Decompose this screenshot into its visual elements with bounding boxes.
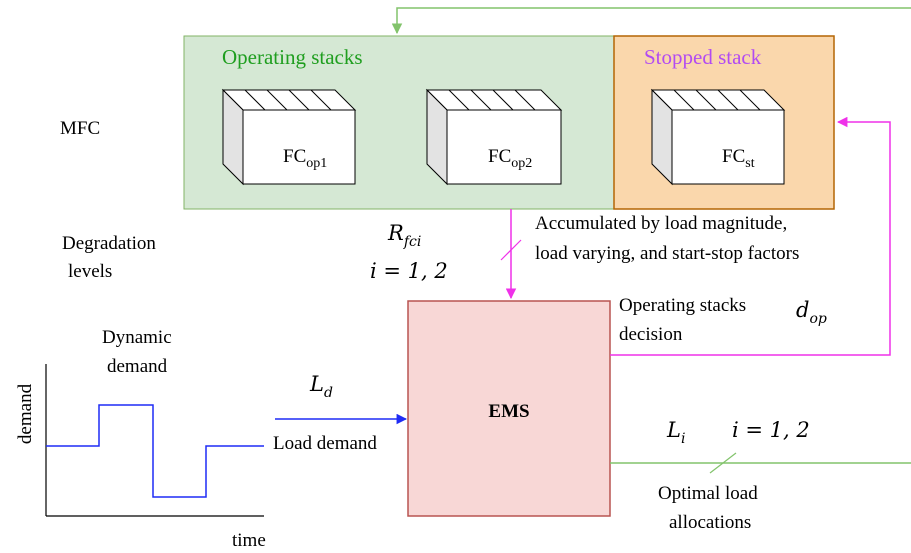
operating-decision-label-1: Operating stacks — [619, 295, 746, 316]
ld-variable: L — [309, 372, 324, 396]
fc-op1-stack: FCop1 — [221, 88, 357, 186]
stopped-stack-label: Stopped stack — [644, 45, 762, 69]
allocation-feedback-line — [391, 7, 911, 35]
axis-x-label: time — [232, 530, 266, 551]
svg-text:Li: Li — [666, 418, 685, 447]
li-index: i = 1, 2 — [732, 418, 810, 442]
load-demand-label: Load demand — [273, 433, 377, 454]
r-subscript: fci — [403, 234, 422, 250]
d-subscript: op — [809, 311, 826, 327]
fc-st-subscript: st — [745, 156, 754, 171]
degradation-arrow-tick — [500, 239, 522, 261]
accumulated-label-2: load varying, and start-stop factors — [535, 243, 799, 264]
svg-text:FCst: FCst — [722, 146, 755, 171]
fc-st-label: FC — [722, 146, 745, 167]
accumulated-label-1: Accumulated by load magnitude, — [535, 213, 787, 234]
fc-op2-label: FC — [488, 146, 511, 167]
li-variable: L — [666, 418, 681, 442]
r-index: i = 1, 2 — [370, 259, 448, 283]
operating-decision-label-2: decision — [619, 324, 683, 345]
d-variable: d — [796, 298, 809, 322]
dynamic-demand-label-1: Dynamic — [102, 327, 172, 348]
ld-subscript: d — [324, 385, 333, 401]
fc-st-stack: FCst — [650, 88, 786, 186]
optimal-label-2: allocations — [669, 512, 751, 533]
dynamic-demand-label-2: demand — [107, 356, 168, 377]
degradation-label-2: levels — [68, 261, 112, 282]
svg-text:dop: dop — [796, 298, 827, 327]
degradation-label-1: Degradation — [62, 233, 156, 254]
mfc-label: MFC — [60, 118, 100, 139]
fc-op2-subscript: op2 — [511, 156, 532, 171]
svg-text:FCop2: FCop2 — [488, 146, 532, 171]
fc-op1-label: FC — [283, 146, 306, 167]
ems-label: EMS — [488, 401, 529, 422]
svg-text:Rfci: Rfci — [387, 221, 421, 250]
decision-arrow — [610, 116, 891, 356]
fc-op2-stack: FCop2 — [425, 88, 563, 186]
operating-stacks-label: Operating stacks — [222, 45, 363, 69]
li-subscript: i — [681, 431, 685, 447]
svg-text:FCop1: FCop1 — [283, 146, 327, 171]
optimal-label-1: Optimal load — [658, 483, 758, 504]
ems-box — [407, 300, 611, 517]
fc-op1-subscript: op1 — [306, 156, 327, 171]
r-variable: R — [387, 221, 404, 245]
allocation-output-tick — [709, 452, 737, 474]
svg-text:Ld: Ld — [309, 372, 333, 401]
axis-y-label: demand — [15, 383, 36, 444]
demand-profile-line — [46, 404, 264, 498]
